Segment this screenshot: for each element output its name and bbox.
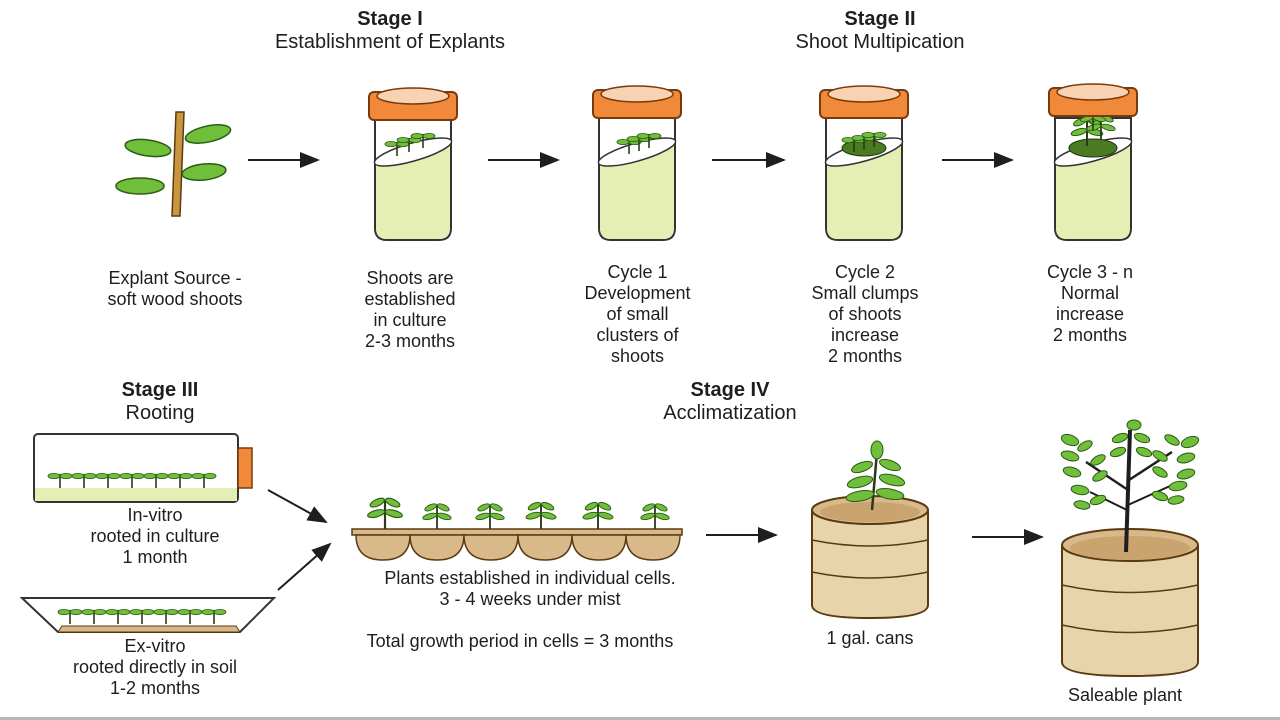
caption-cycle-3: Cycle 3 - n Normal increase 2 months [1046, 262, 1134, 345]
saleable-plant-icon [1060, 419, 1200, 678]
soil-tray-icon [19, 597, 277, 633]
caption-total: Total growth period in cells = 3 months [366, 631, 674, 651]
caption-cells: Plants established in individual cells. … [384, 568, 676, 609]
stage-2-title: Stage II [844, 8, 916, 30]
bottom-divider [0, 717, 1280, 720]
explant-stem-icon [115, 111, 232, 217]
culture-tube-icon [1048, 83, 1138, 241]
caption-in-vitro: In-vitro rooted in culture 1 month [90, 505, 220, 567]
stage-2-subtitle: Shoot Multipication [795, 31, 965, 53]
arrow-icon [277, 542, 332, 591]
stage-4-heading: Stage IV Acclimatization [610, 379, 850, 425]
stage-1-heading: Stage I Establishment of Explants [210, 8, 570, 54]
culture-tube-icon [819, 85, 909, 241]
caption-cans: 1 gal. cans [826, 628, 914, 648]
stage-3-heading: Stage III Rooting [60, 379, 260, 425]
culture-tube-icon [368, 87, 458, 241]
caption-ex-vitro: Ex-vitro rooted directly in soil 1-2 mon… [72, 636, 238, 698]
stage-4-subtitle: Acclimatization [663, 402, 797, 424]
rooting-box-icon [33, 433, 253, 503]
caption-saleable: Saleable plant [1067, 685, 1183, 705]
stage-2-heading: Stage II Shoot Multipication [710, 8, 1050, 54]
cell-tray-icon [351, 495, 683, 561]
caption-established: Shoots are established in culture 2-3 mo… [364, 268, 456, 351]
stage-1-title: Stage I [357, 8, 423, 30]
caption-cycle-2: Cycle 2 Small clumps of shoots increase … [811, 262, 919, 366]
caption-explant-source: Explant Source - soft wood shoots [107, 268, 243, 309]
arrow-icon [267, 489, 328, 523]
pot-icon [811, 440, 929, 620]
stage-3-title: Stage III [121, 379, 199, 401]
stage-4-title: Stage IV [690, 379, 770, 401]
stage-3-subtitle: Rooting [125, 402, 195, 424]
caption-cycle-1: Cycle 1 Development of small clusters of… [584, 262, 691, 366]
stage-1-subtitle: Establishment of Explants [274, 31, 506, 53]
culture-tube-icon [592, 85, 682, 241]
